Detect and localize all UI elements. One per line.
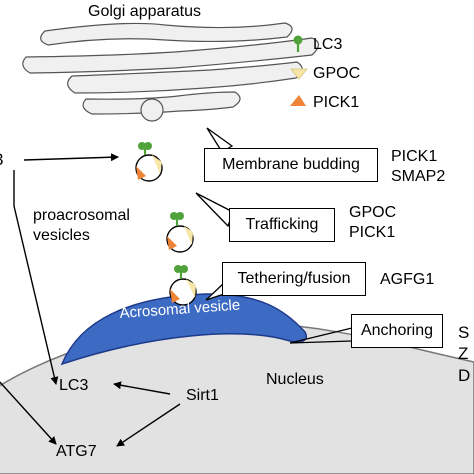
vesicle-tethering [169, 265, 197, 306]
proteins-tethering-fusion: AGFG1 [380, 271, 435, 288]
nucleus-label: Nucleus [266, 371, 324, 388]
golgi-cisterna-1 [40, 22, 293, 46]
arrow-sirt1-lc3 [113, 381, 171, 395]
step-anchoring-label: Anchoring [360, 322, 434, 339]
left-cutoff-label: 3 [0, 151, 3, 168]
legend-lc3-icon [293, 35, 303, 52]
arrow-to-lc3 [13, 205, 59, 385]
callout-tail-anchoring-2 [289, 340, 353, 344]
legend-pick1-label: PICK1 [313, 94, 360, 111]
atg7-label: ATG7 [56, 443, 97, 460]
step-trafficking-label: Trafficking [245, 216, 319, 233]
callout-tail-anchoring-1 [289, 327, 353, 344]
golgi-title: Golgi apparatus [88, 3, 201, 20]
legend-lc3-label: LC3 [313, 36, 343, 53]
golgi-cisterna-4 [82, 91, 241, 115]
legend-gpoc-icon [290, 68, 308, 80]
vesicle-trafficking [166, 212, 194, 253]
step-tethering-fusion-label: Tethering/fusion [237, 270, 351, 287]
step-membrane-budding-label: Membrane budding [222, 156, 360, 173]
callout-anchoring: Anchoring [351, 314, 443, 348]
sirt1-label: Sirt1 [186, 387, 219, 404]
golgi-bud-vesicle [140, 98, 164, 122]
arrow-to-vesicle [23, 153, 119, 162]
proteins-anchoring: S Z D [458, 323, 471, 385]
proteins-trafficking: GPOC PICK1 [349, 204, 397, 241]
vesicle-budding [135, 142, 163, 182]
callout-tail-trafficking [195, 192, 234, 228]
arrow-sirt1-atg7 [116, 403, 181, 447]
legend-gpoc-label: GPOC [313, 65, 361, 82]
callout-trafficking: Trafficking [229, 208, 335, 242]
legend-pick1-icon [290, 95, 306, 106]
golgi-cisterna-2 [22, 37, 320, 74]
golgi-cisterna-3 [67, 61, 303, 94]
proteins-membrane-budding: PICK1 SMAP2 [391, 148, 446, 185]
callout-tethering-fusion: Tethering/fusion [222, 262, 366, 296]
arrow-to-atg7 [0, 381, 57, 445]
proacrosomal-vesicles-label: proacrosomal vesicles [33, 207, 130, 244]
callout-membrane-budding: Membrane budding [204, 148, 378, 182]
golgi-apparatus [22, 22, 320, 122]
lc3-label: LC3 [59, 377, 89, 394]
acrosomal-vesicle-shape [60, 293, 307, 366]
